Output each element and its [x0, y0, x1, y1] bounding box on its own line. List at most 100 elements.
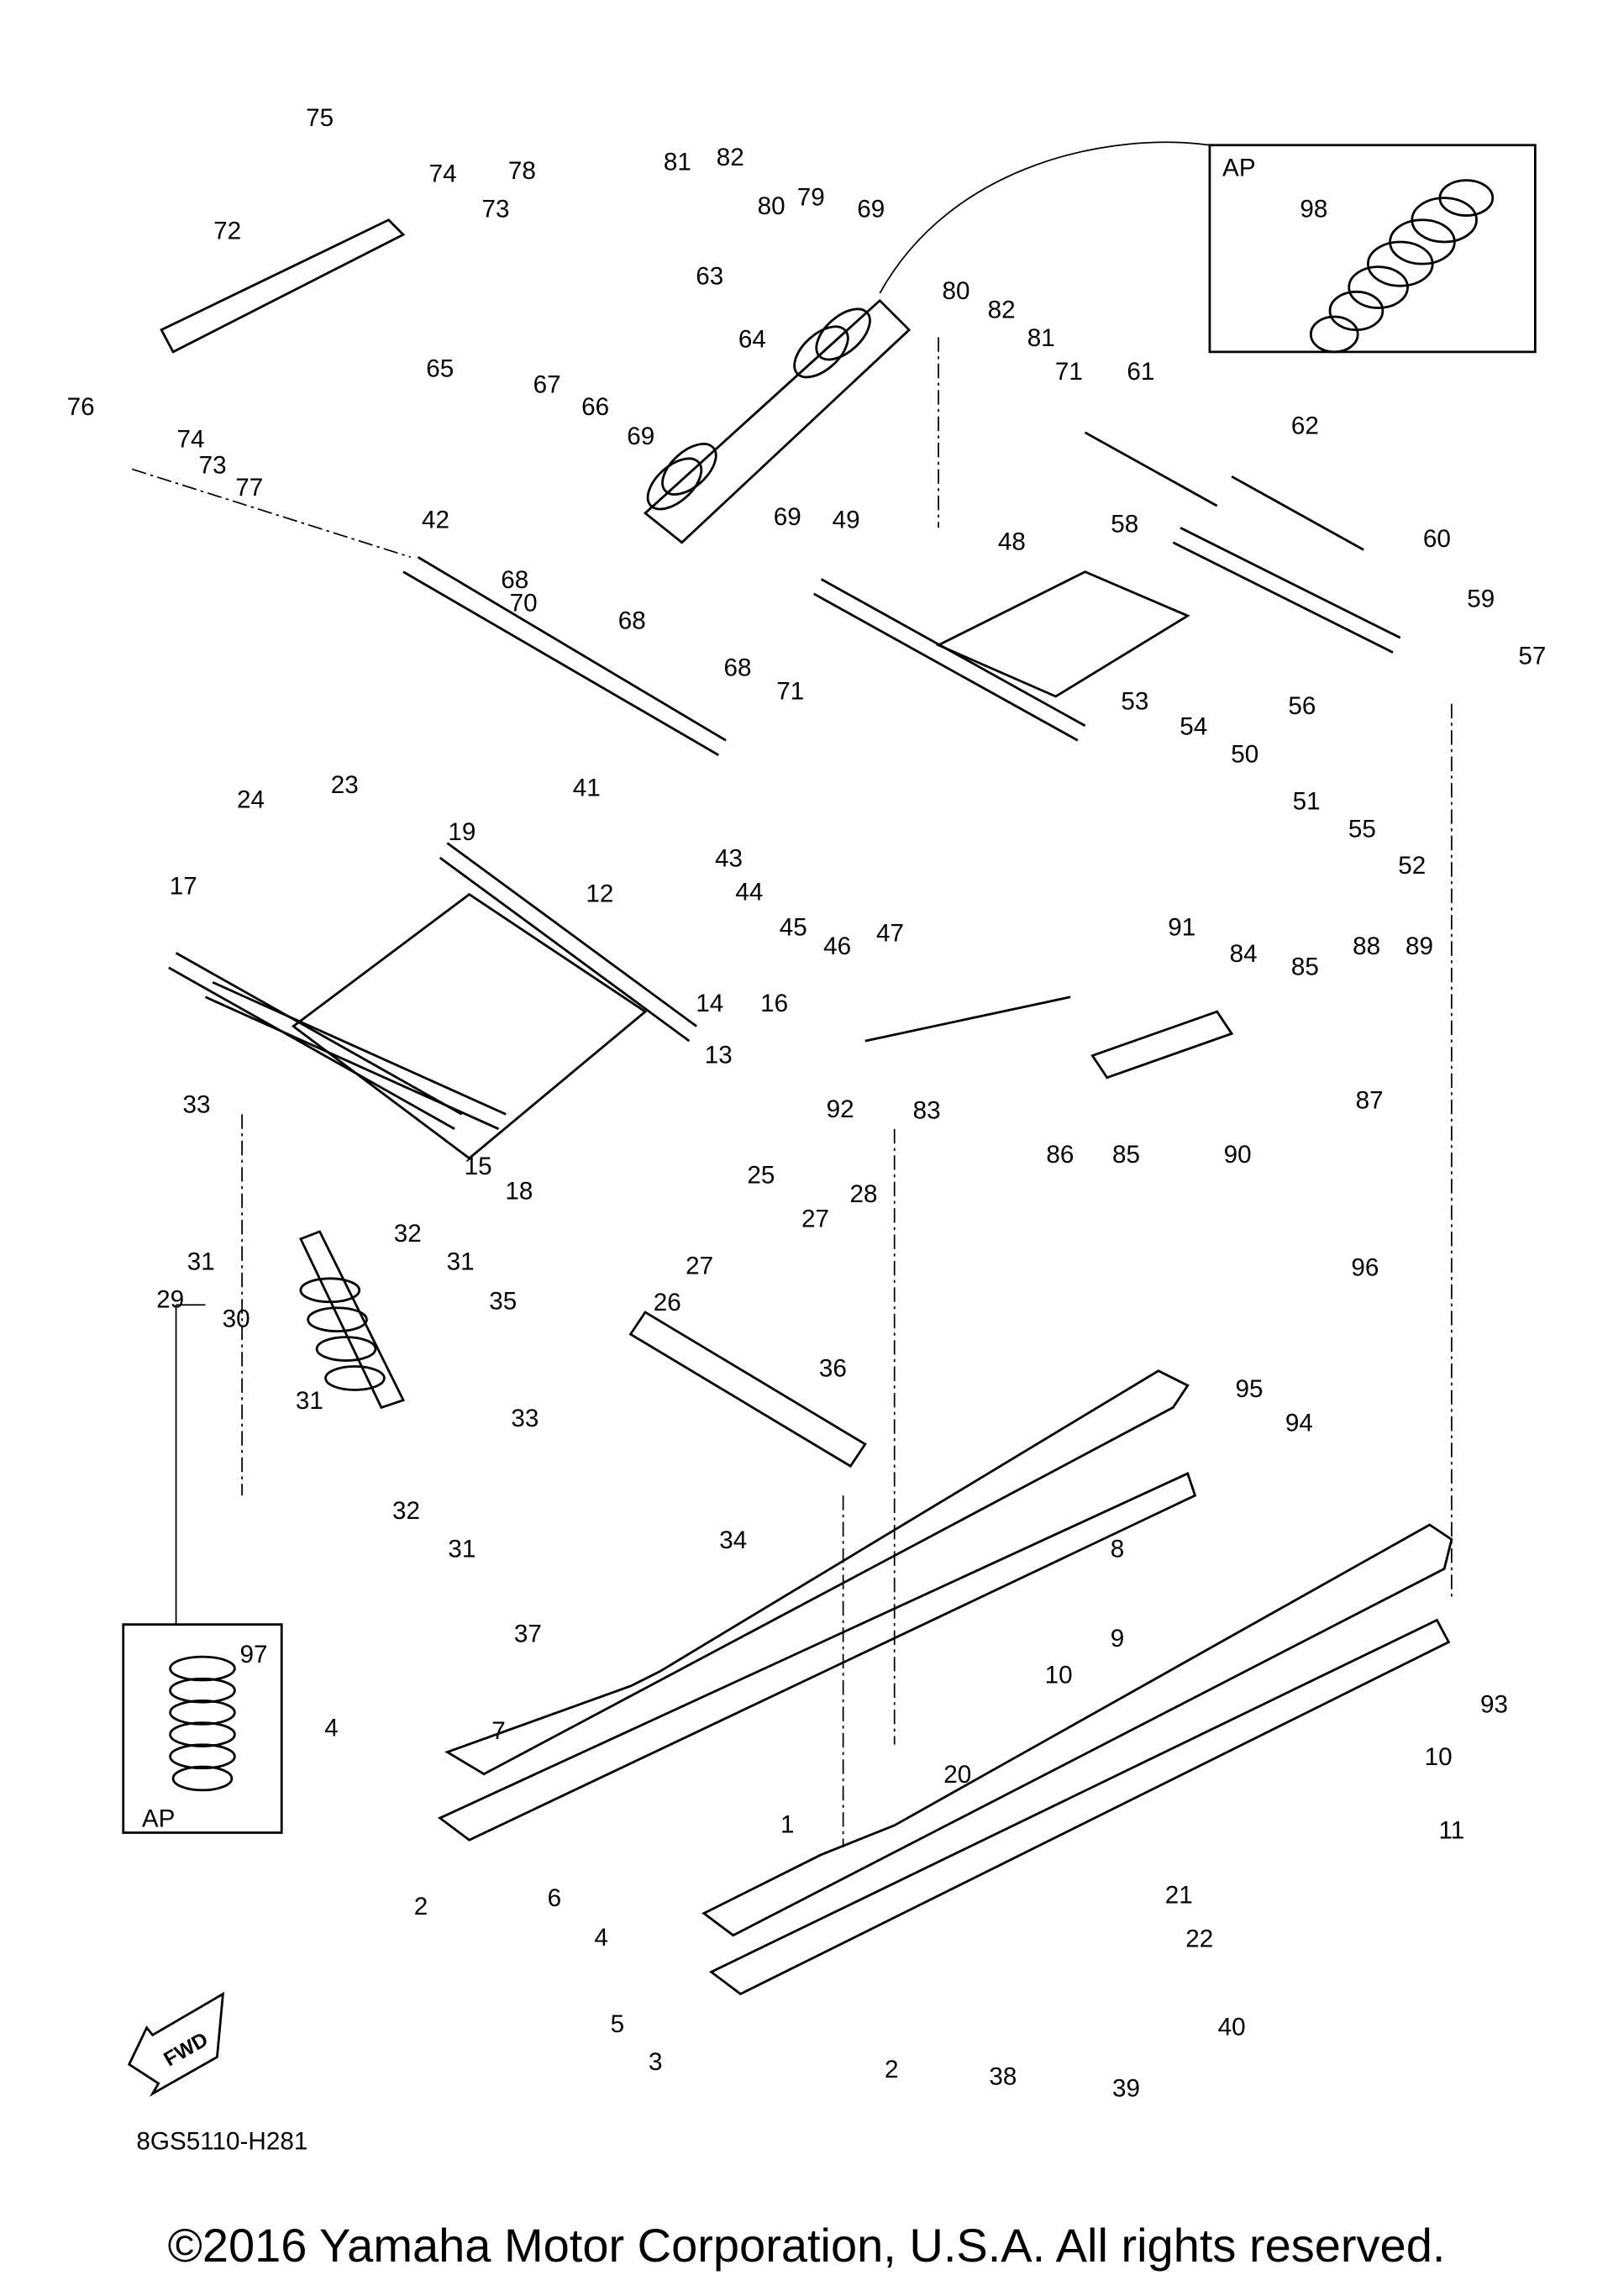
callout-69: 69	[774, 503, 801, 531]
callout-19: 19	[448, 818, 475, 846]
shaft-42	[402, 555, 727, 756]
callout-24: 24	[237, 786, 265, 814]
callout-31: 31	[448, 1535, 475, 1563]
leader-29	[175, 1304, 206, 1625]
callout-75: 75	[306, 104, 334, 132]
callout-45: 45	[780, 913, 807, 941]
callout-31: 31	[187, 1248, 215, 1275]
callout-4: 4	[324, 1714, 339, 1742]
callout-89: 89	[1405, 933, 1433, 960]
callout-68: 68	[723, 654, 751, 682]
callout-22: 22	[1185, 1926, 1213, 1953]
ap-label: AP	[142, 1805, 176, 1833]
callout-43: 43	[715, 844, 743, 872]
bolt-61	[1084, 431, 1218, 507]
callout-54: 54	[1180, 712, 1207, 740]
callout-62: 62	[1291, 412, 1319, 440]
callout-97: 97	[240, 1641, 268, 1668]
callout-69: 69	[857, 195, 885, 223]
callout-57: 57	[1518, 643, 1546, 670]
callout-73: 73	[199, 452, 227, 480]
callout-72: 72	[213, 217, 241, 244]
callout-82: 82	[988, 297, 1016, 324]
bracket-48	[935, 570, 1190, 698]
callout-50: 50	[1231, 741, 1258, 769]
callout-32: 32	[394, 1220, 422, 1248]
arm-84	[1090, 1010, 1234, 1080]
callout-68: 68	[618, 607, 646, 635]
alignment-lines	[131, 337, 1453, 1847]
callout-63: 63	[696, 263, 723, 291]
callout-20: 20	[943, 1761, 971, 1789]
callout-80: 80	[758, 192, 785, 220]
callout-9: 9	[1111, 1625, 1125, 1652]
callout-2: 2	[885, 2056, 899, 2083]
callout-32: 32	[392, 1497, 420, 1525]
callout-23: 23	[331, 771, 359, 799]
callout-49: 49	[833, 506, 860, 533]
callout-82: 82	[717, 144, 744, 171]
callout-73: 73	[482, 195, 510, 223]
slide-rail-right	[701, 1523, 1453, 1996]
callout-42: 42	[422, 506, 449, 533]
callout-27: 27	[686, 1253, 713, 1280]
callout-88: 88	[1353, 933, 1380, 960]
callout-12: 12	[586, 880, 613, 907]
callout-25: 25	[747, 1161, 775, 1189]
callout-18: 18	[505, 1178, 533, 1206]
callout-79: 79	[797, 183, 825, 211]
callout-91: 91	[1168, 913, 1195, 941]
callout-41: 41	[573, 775, 601, 802]
callout-14: 14	[696, 990, 723, 1017]
callout-27: 27	[801, 1206, 829, 1233]
callout-21: 21	[1165, 1881, 1193, 1909]
callout-71: 71	[1055, 358, 1083, 386]
callout-94: 94	[1285, 1409, 1313, 1437]
callout-1: 1	[780, 1811, 795, 1839]
fwd-arrow-icon: FWD	[127, 1991, 225, 2097]
callout-52: 52	[1398, 852, 1426, 880]
leader-ap	[879, 141, 1211, 294]
callout-17: 17	[170, 873, 197, 901]
ap-inset-spring-top: AP	[1208, 144, 1537, 354]
callout-84: 84	[1230, 940, 1258, 968]
callout-66: 66	[581, 393, 609, 421]
arm-72	[160, 218, 406, 354]
callout-48: 48	[998, 528, 1026, 555]
callout-33: 33	[511, 1405, 539, 1432]
shaft-62	[1231, 475, 1364, 551]
shaft-49	[813, 578, 1086, 742]
callout-96: 96	[1351, 1253, 1379, 1281]
callout-61: 61	[1127, 358, 1154, 386]
callout-78: 78	[508, 157, 536, 185]
callout-74: 74	[429, 160, 457, 187]
ap-label: AP	[1222, 154, 1256, 181]
callout-98: 98	[1300, 195, 1327, 223]
callout-51: 51	[1293, 787, 1321, 815]
copyright-notice: ©2016 Yamaha Motor Corporation, U.S.A. A…	[167, 2219, 1446, 2272]
callout-71: 71	[776, 677, 804, 705]
callout-33: 33	[182, 1091, 210, 1119]
callout-39: 39	[1112, 2075, 1140, 2103]
callout-68: 68	[501, 566, 528, 594]
callout-67: 67	[533, 371, 561, 399]
callout-80: 80	[943, 277, 970, 305]
callout-59: 59	[1467, 586, 1495, 613]
callout-83: 83	[913, 1097, 941, 1125]
callout-29: 29	[156, 1286, 184, 1314]
spring-97	[169, 1655, 236, 1792]
callout-92: 92	[827, 1095, 854, 1123]
callout-81: 81	[1027, 324, 1055, 352]
callout-74: 74	[177, 425, 205, 453]
callout-38: 38	[989, 2063, 1017, 2091]
callout-93: 93	[1480, 1690, 1508, 1718]
callout-56: 56	[1288, 692, 1316, 720]
arm-36	[628, 1311, 867, 1468]
callout-60: 60	[1423, 525, 1451, 553]
callout-90: 90	[1224, 1141, 1252, 1169]
callout-13: 13	[705, 1041, 733, 1069]
rear-shock-63	[643, 298, 912, 544]
callout-55: 55	[1348, 816, 1376, 843]
